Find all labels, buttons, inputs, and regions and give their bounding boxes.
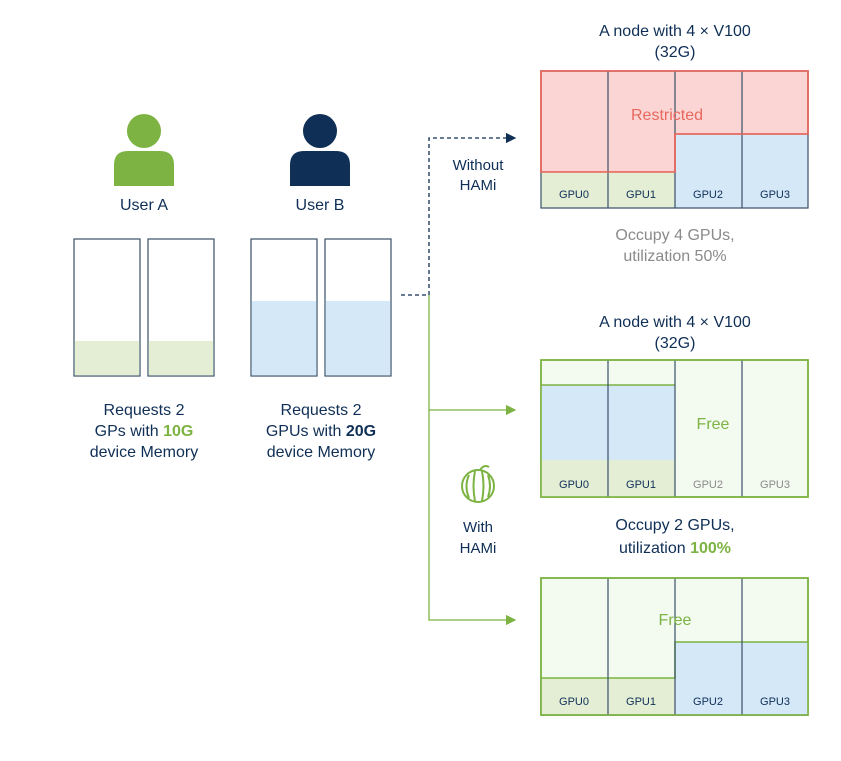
user-a-avatar <box>114 114 174 186</box>
top-node-title-line1: A node with 4 × V100 <box>599 23 751 40</box>
mid-node-title-line1: A node with 4 × V100 <box>599 314 751 331</box>
hami-melon-icon <box>461 465 495 503</box>
bottom-gpu1-label: GPU1 <box>626 696 656 708</box>
user-b-request-label: GPUs with <box>266 423 346 440</box>
user-a-request-label: GPs with <box>95 423 163 440</box>
user-icon <box>290 114 350 186</box>
mid-node-caption-label: utilization <box>619 540 690 557</box>
with-hami-label-line1: With <box>463 519 493 536</box>
top-gpu2-label: GPU2 <box>693 189 723 201</box>
bottom-gpu2-label: GPU2 <box>693 696 723 708</box>
user-a-request-memory: 10G <box>163 423 193 440</box>
mid-gpu0-label: GPU0 <box>559 479 589 491</box>
user-b-request-line3: device Memory <box>267 444 375 461</box>
user-a-gpu-memory-fill <box>148 341 214 376</box>
without-hami-label-line2: HAMi <box>460 177 497 194</box>
mid-gpu2-label: GPU2 <box>693 479 723 491</box>
top-node-restricted-label: Restricted <box>631 107 703 124</box>
top-node-gpus <box>540 70 809 209</box>
mid-gpu3-label: GPU3 <box>760 479 790 491</box>
mid-node-caption-line2: utilization 100% <box>619 540 731 557</box>
user-a-gpu-memory-fill <box>74 341 140 376</box>
top-gpu3-label: GPU3 <box>760 189 790 201</box>
user-b-gpu-memory-fill <box>325 301 391 376</box>
top-gpu0-label: GPU0 <box>559 189 589 201</box>
user-a-gpu-request <box>73 238 215 377</box>
user-b-request-line2: GPUs with 20G <box>266 423 376 440</box>
user-b-request-line1: Requests 2 <box>281 402 362 419</box>
user-b-name: User B <box>296 197 345 214</box>
bottom-gpu3-label: GPU3 <box>760 696 790 708</box>
top-node-caption-line1: Occupy 4 GPUs, <box>615 227 734 244</box>
top-node-caption-line2: utilization 50% <box>623 248 726 265</box>
with-hami-label-line2: HAMi <box>460 540 497 557</box>
user-a-request-line3: device Memory <box>90 444 198 461</box>
mid-node-caption-line1: Occupy 2 GPUs, <box>615 517 734 534</box>
user-b-gpu-memory-fill <box>251 301 317 376</box>
bottom-gpu0-label: GPU0 <box>559 696 589 708</box>
user-a-request-line2: GPs with 10G <box>95 423 194 440</box>
mid-node-utilization-value: 100% <box>690 540 731 557</box>
mid-node-free-label: Free <box>697 416 730 433</box>
top-gpu1-label: GPU1 <box>626 189 656 201</box>
without-hami-label-line1: Without <box>453 157 505 174</box>
without-hami-connector <box>401 132 517 296</box>
mid-node-title-line2: (32G) <box>655 335 696 352</box>
user-a-name: User A <box>120 197 168 214</box>
user-b-avatar <box>290 114 350 186</box>
bottom-node-gpus <box>540 577 809 716</box>
user-b-gpu-request <box>250 238 392 377</box>
top-node-title-line2: (32G) <box>655 44 696 61</box>
mid-node-gpus <box>540 359 809 498</box>
user-a-request-line1: Requests 2 <box>104 402 185 419</box>
mid-gpu1-label: GPU1 <box>626 479 656 491</box>
with-hami-connector <box>428 295 517 626</box>
user-b-request-memory: 20G <box>346 423 376 440</box>
user-icon <box>114 114 174 186</box>
bottom-node-free-label: Free <box>659 612 692 629</box>
